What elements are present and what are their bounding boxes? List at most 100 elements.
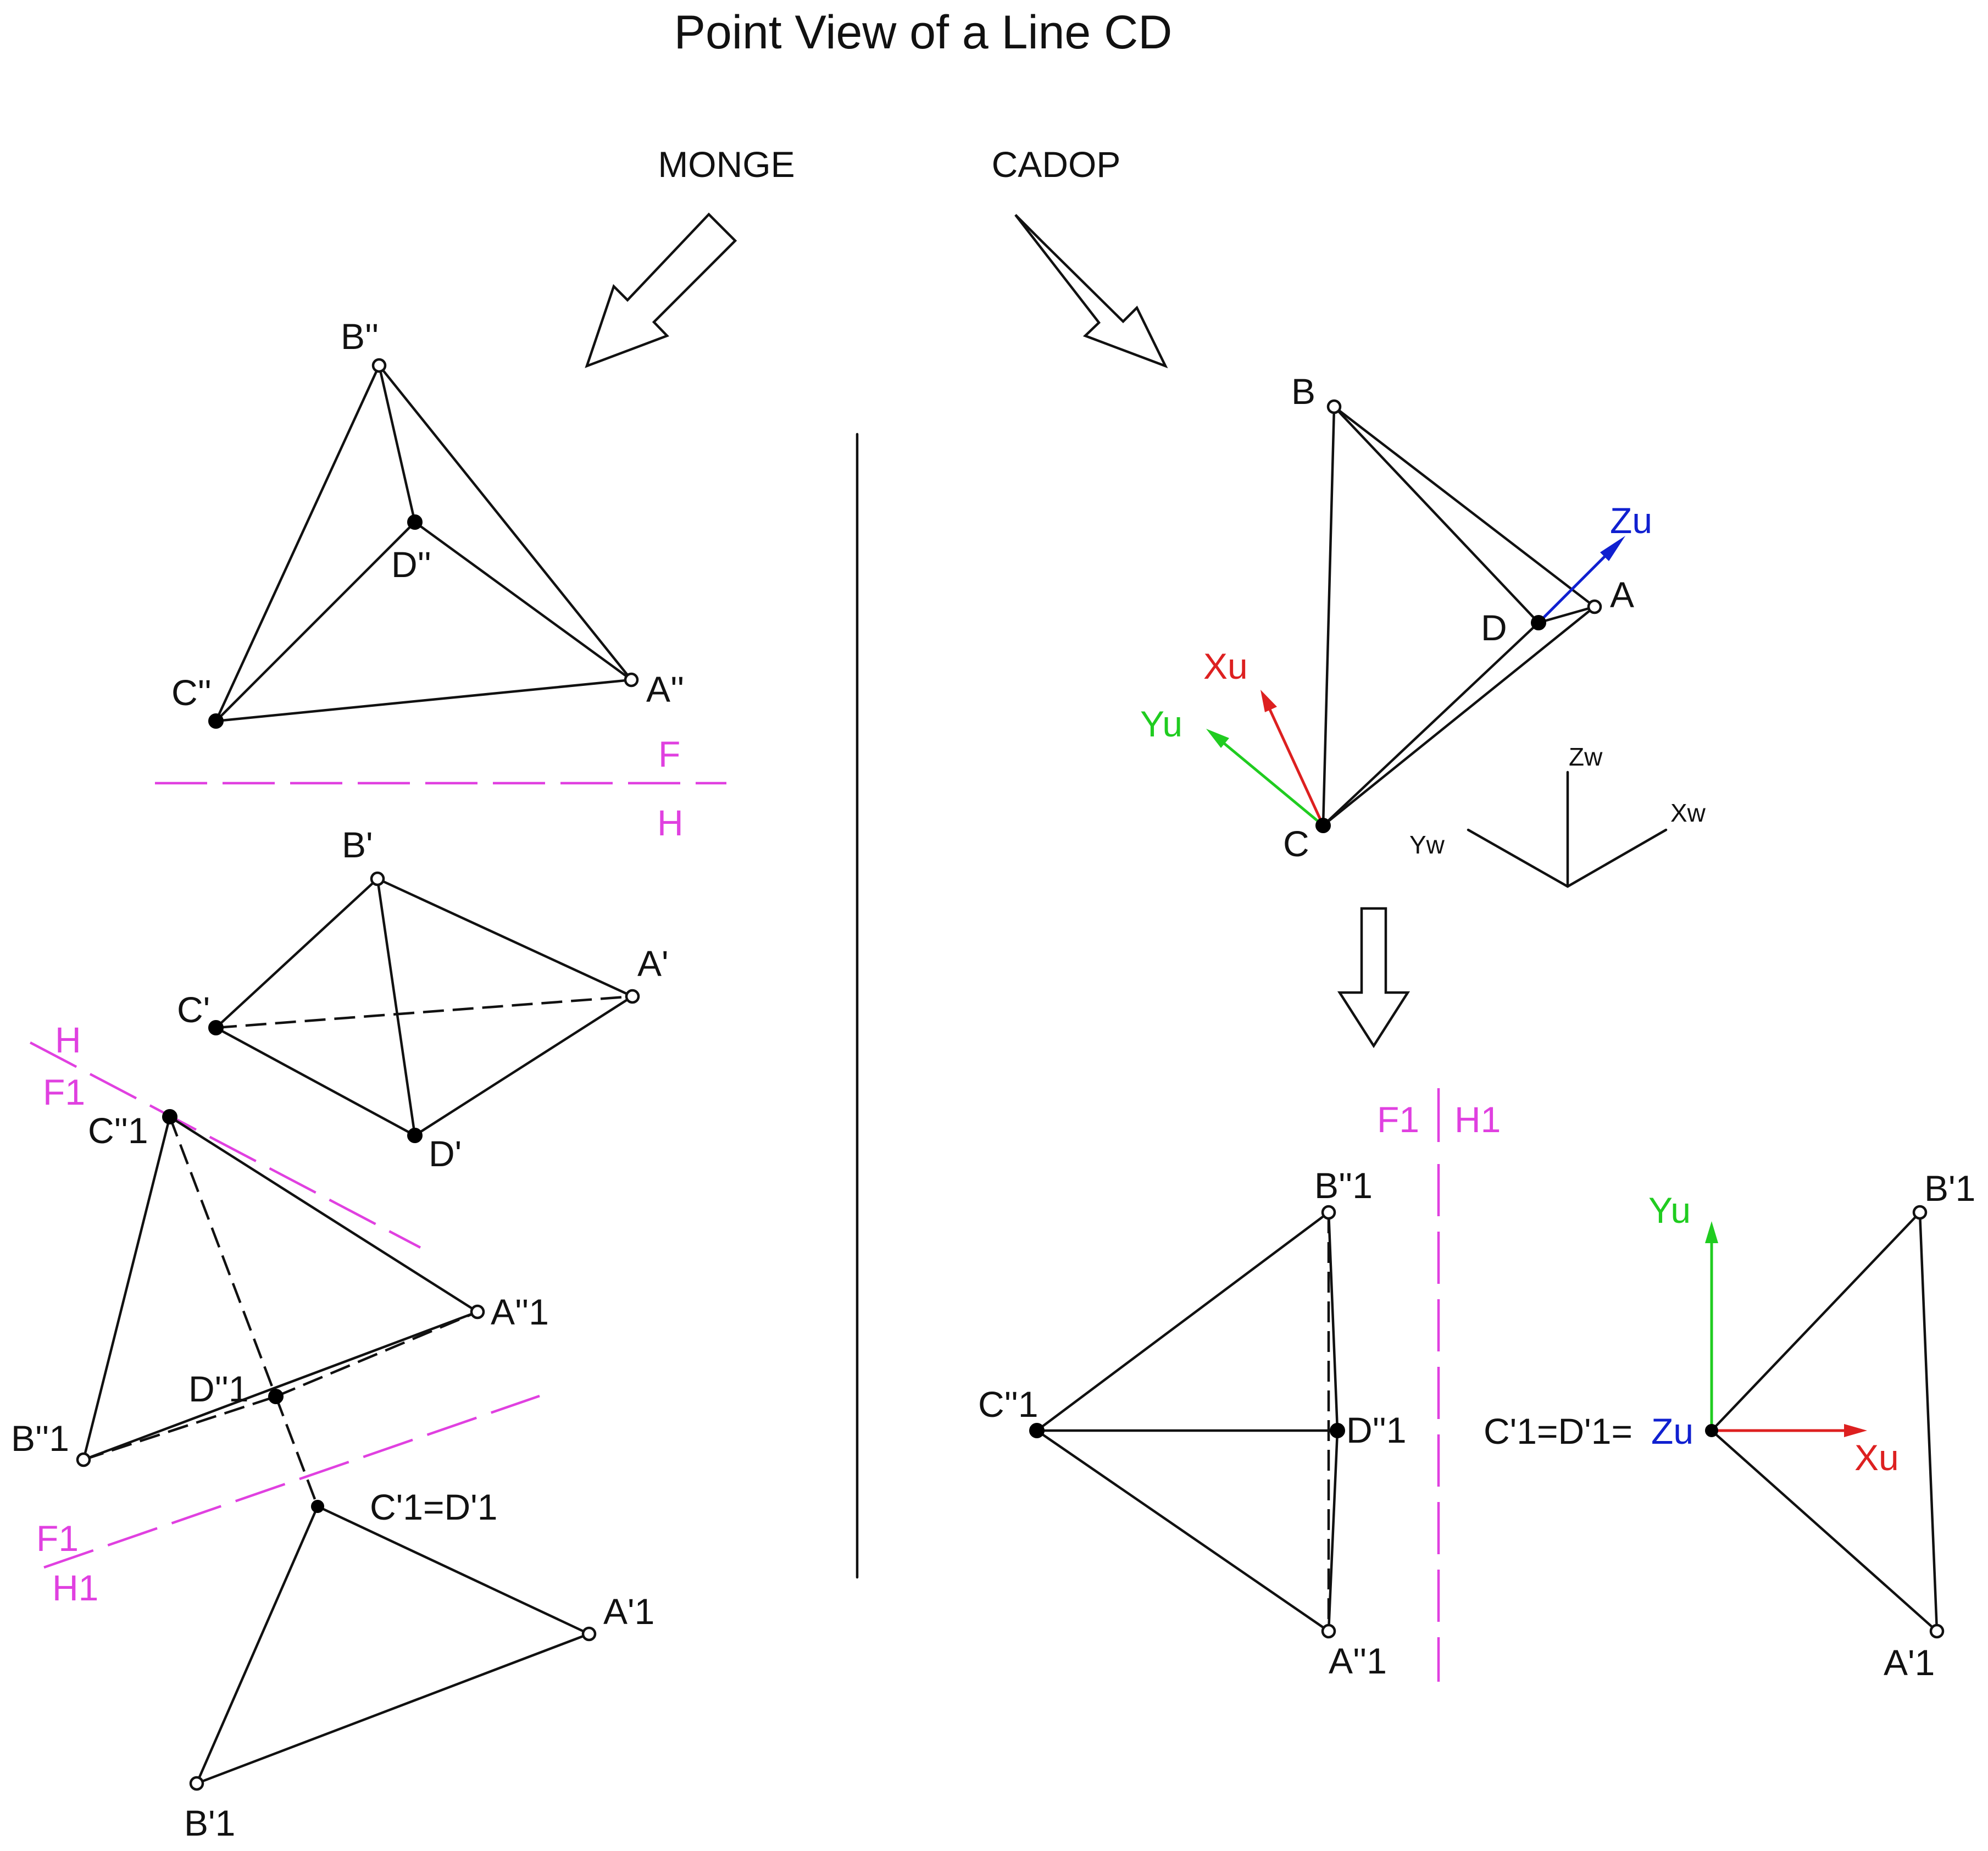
edge-b-a [1918, 1211, 1939, 1633]
yu-axis [1216, 736, 1324, 827]
zu-arrow-icon [1600, 536, 1625, 561]
fold-label-f1: F1 [36, 1518, 79, 1559]
cadop-down-arrow-icon [1337, 907, 1411, 1049]
label-b: B'' [341, 316, 379, 357]
point-cd-marker [311, 1500, 324, 1513]
zu-axis [1537, 546, 1615, 624]
label-cd: C'1=D'1 [370, 1487, 497, 1527]
point-a-marker [1929, 1623, 1945, 1639]
edge-d-a [1327, 1429, 1339, 1633]
point-c-marker [1029, 1423, 1045, 1438]
fold-line-f-h: F H [155, 734, 726, 843]
edge-c-d [214, 1026, 417, 1137]
label-a: A''1 [1329, 1641, 1387, 1681]
point-d-marker [1531, 615, 1546, 630]
edge-b-a [376, 877, 634, 998]
label-c: C'' [171, 672, 212, 713]
point-cd-marker [1705, 1424, 1718, 1437]
label-b: B'1 [184, 1803, 235, 1843]
label-a: A [1610, 574, 1634, 615]
point-d-marker [1330, 1423, 1345, 1438]
edge-d-a [1537, 605, 1596, 624]
world-axes: Zw Xw Yw [1409, 742, 1706, 888]
label-c: C''1 [978, 1384, 1039, 1425]
edge-d-a-hidden [275, 1310, 478, 1398]
point-d-marker [268, 1389, 284, 1404]
point-b-marker [1321, 1205, 1336, 1220]
edge-d-a [413, 520, 633, 681]
label-d: D''1 [188, 1368, 249, 1409]
label-b: B [1291, 371, 1315, 412]
edge-b-c [1321, 405, 1336, 827]
label-zw: Zw [1569, 742, 1603, 771]
fold-label-f1: F1 [1377, 1099, 1419, 1140]
edge-c-b [214, 877, 379, 1029]
edge-b-d-hidden [83, 1395, 276, 1461]
point-b-marker [189, 1776, 204, 1791]
edge-cd-b [1710, 1211, 1922, 1432]
edge-cd-a [316, 1505, 591, 1636]
xw-axis [1566, 828, 1668, 888]
point-c-marker [208, 1020, 224, 1035]
edge-b-d [1327, 1211, 1339, 1432]
point-a-marker [1587, 599, 1602, 614]
monge-aux-view-1: C''1 A''1 D''1 B''1 [11, 1109, 549, 1507]
fold-label-h: H [657, 802, 684, 843]
edge-c-b [1035, 1211, 1330, 1432]
cadop-heading: CADOP [992, 144, 1121, 185]
fold-label-h1: H1 [52, 1567, 98, 1608]
point-b-marker [371, 358, 387, 373]
xu-arrow-icon [1260, 690, 1277, 712]
edge-b-a [377, 364, 633, 681]
monge-front-view: B'' D'' C'' A'' [171, 316, 684, 729]
edge-c-a [168, 1115, 479, 1314]
point-a-marker [470, 1304, 485, 1320]
cadop-model-view: B A D C Zu Xu Yu [1140, 371, 1652, 864]
edge-c-d [1321, 621, 1540, 827]
label-zu: Zu [1610, 500, 1652, 541]
edge-b-d [376, 877, 417, 1137]
edge-b-c [214, 364, 381, 723]
monge-aux-view-2: C'1=D'1 A'1 B'1 [184, 1487, 654, 1843]
label-c: C [1283, 823, 1309, 864]
fold-label-h: H [55, 1019, 81, 1060]
label-b: B' [342, 824, 373, 865]
point-c-marker [1315, 818, 1331, 833]
label-d: D'' [391, 544, 431, 585]
edge-b-a [1332, 405, 1596, 608]
edge-b-a [195, 1632, 591, 1785]
cadop-fold-line-f1-h1: F1 H1 [1377, 1088, 1501, 1682]
point-d-marker [407, 1128, 423, 1143]
label-xu: Xu [1203, 646, 1248, 686]
point-c-marker [208, 713, 224, 729]
point-b-marker [370, 871, 385, 886]
point-a-marker [1321, 1623, 1336, 1639]
edge-b-d [377, 364, 417, 524]
point-c-marker [162, 1109, 177, 1124]
yu-arrow-icon [1206, 729, 1229, 748]
edge-cd-b [195, 1505, 319, 1785]
label-c: C''1 [88, 1110, 148, 1151]
point-b-marker [1326, 399, 1342, 414]
projector-d-c1 [274, 1396, 319, 1507]
fold-label-f1: F1 [43, 1072, 85, 1112]
edge-c-a-hidden [215, 995, 633, 1029]
edge-c-a [1035, 1429, 1330, 1633]
cadop-aux-view-1: B''1 C''1 D''1 A''1 [978, 1165, 1407, 1681]
label-yw: Yw [1409, 830, 1445, 859]
label-a: A'' [646, 669, 684, 710]
edge-d-a [413, 995, 634, 1137]
label-d: D [1481, 607, 1507, 648]
label-a: A''1 [491, 1292, 549, 1332]
edge-cd-a [1710, 1429, 1939, 1633]
label-a: A'1 [1884, 1642, 1935, 1683]
edge-c-b [82, 1115, 171, 1461]
monge-heading: MONGE [658, 144, 795, 185]
edge-b-d [1332, 405, 1540, 624]
yw-axis [1467, 828, 1569, 888]
point-d-marker [407, 514, 423, 530]
label-b: B''1 [11, 1418, 69, 1459]
point-a-marker [624, 672, 639, 688]
label-b: B''1 [1314, 1165, 1373, 1206]
